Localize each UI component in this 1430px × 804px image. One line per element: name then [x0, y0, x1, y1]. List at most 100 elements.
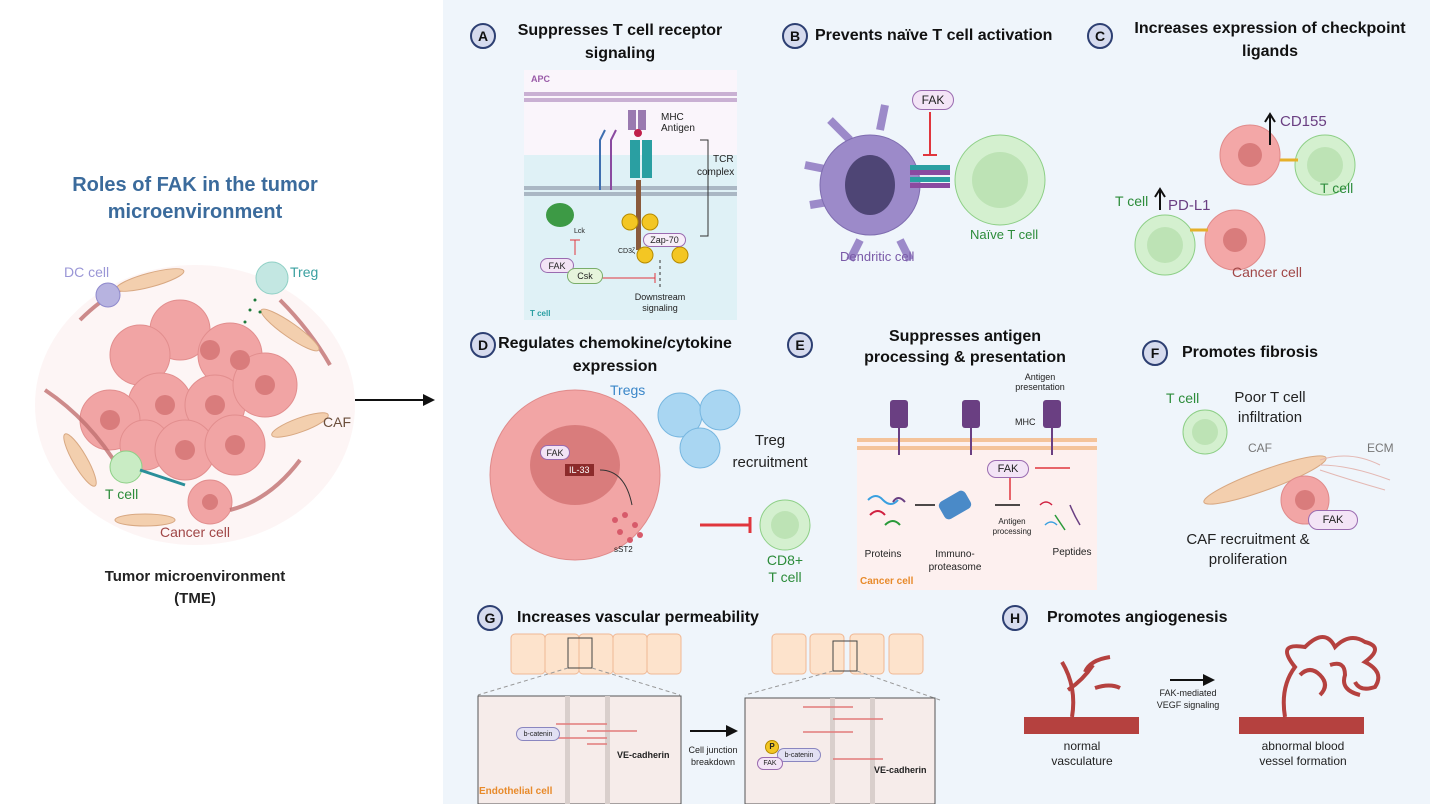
a-fak: FAK [540, 258, 574, 273]
tme-caption-line1: Tumor microenvironment [104, 568, 286, 585]
e-proteins: Proteins [864, 549, 902, 560]
a-antigen: Antigen [661, 123, 695, 134]
g-vecadherin-right: VE-cadherin [874, 765, 927, 775]
g-bcatenin-right: b-catenin [777, 748, 821, 762]
b-fak: FAK [912, 90, 954, 110]
badge-d: D [470, 332, 496, 358]
panel-a-graphic [524, 70, 737, 320]
panel-c-title-line1: Increases expression of checkpoint [1134, 20, 1406, 37]
h-arrow-label-1: FAK-mediated [1159, 688, 1217, 698]
tme-caption-line2: (TME) [174, 590, 216, 607]
e-peptides: Peptides [1052, 547, 1092, 558]
main-title-line1: Roles of FAK in the tumor [72, 174, 318, 196]
h-abnormal-1: abnormal blood [1261, 739, 1345, 753]
d-tregs: Tregs [610, 382, 646, 398]
e-antigen-processing-2: processing [992, 527, 1032, 536]
panel-d-title-line2: expression [572, 358, 658, 375]
f-poor-1: Poor T cell [1234, 389, 1306, 406]
panel-f-title: Promotes fibrosis [1182, 344, 1319, 361]
g-vecadherin-left: VE-cadherin [617, 750, 670, 760]
badge-g: G [477, 605, 503, 631]
badge-c: C [1087, 23, 1113, 49]
d-cd8: CD8+ [766, 552, 804, 568]
badge-b: B [782, 23, 808, 49]
e-antigen: Antigen [1024, 372, 1056, 382]
a-cd3z: CD3ζ [618, 248, 636, 255]
label-cancer-cell: Cancer cell [160, 524, 231, 540]
d-fak: FAK [540, 445, 570, 460]
e-presentation: presentation [1015, 382, 1065, 392]
d-recruitment: recruitment [732, 454, 808, 471]
g-arrow-label-1: Cell junction [688, 745, 738, 755]
badge-h: H [1002, 605, 1028, 631]
e-mhc: MHC [1015, 417, 1036, 427]
d-il33: IL-33 [565, 464, 594, 477]
badge-e: E [787, 332, 813, 358]
a-downstream: Downstream [634, 292, 686, 302]
label-treg: Treg [290, 264, 319, 280]
e-cancer-cell: Cancer cell [860, 576, 914, 587]
h-arrow-label-2: VEGF signaling [1156, 700, 1220, 710]
a-mhc: MHC [661, 112, 684, 123]
a-complex: complex [697, 167, 735, 178]
main-title-line2: microenvironment [107, 201, 283, 223]
g-phospho: P [765, 740, 779, 754]
a-tcell: T cell [530, 309, 551, 318]
label-dc-cell: DC cell [64, 264, 110, 280]
f-t-cell: T cell [1166, 390, 1200, 406]
label-t-cell: T cell [105, 486, 139, 502]
f-poor-2: infiltration [1237, 409, 1303, 426]
e-immuno: Immuno- [935, 549, 975, 560]
e-fak: FAK [987, 460, 1029, 478]
panel-h-graphic [1024, 635, 1381, 734]
badge-a: A [470, 23, 496, 49]
f-fak: FAK [1308, 510, 1358, 530]
label-caf: CAF [323, 414, 351, 430]
a-zap70: Zap-70 [643, 233, 686, 247]
g-arrow-label-2: breakdown [690, 757, 736, 767]
a-tcr: TCR [713, 154, 734, 165]
panel-e-title-line1: Suppresses antigen [888, 328, 1042, 345]
d-sst2: sST2 [614, 545, 633, 554]
f-recruit-1: CAF recruitment & [1186, 531, 1310, 548]
panel-g-graphic [477, 633, 941, 804]
g-endothelial-cell: Endothelial cell [479, 786, 553, 797]
b-dendritic-cell: Dendritic cell [840, 249, 915, 264]
h-normal-1: normal [1063, 739, 1101, 753]
panel-d-title-line1: Regulates chemokine/cytokine [498, 335, 732, 352]
e-antigen-processing-1: Antigen [998, 517, 1026, 526]
a-signaling: signaling [642, 303, 678, 313]
d-cd8-tcell: T cell [768, 569, 802, 585]
a-csk: Csk [567, 268, 603, 284]
panel-h-title: Promotes angiogenesis [1047, 609, 1228, 626]
c-pd-l1: PD-L1 [1168, 197, 1211, 214]
panel-c-graphic [1134, 112, 1356, 276]
f-caf: CAF [1248, 441, 1272, 455]
a-apc: APC [531, 74, 551, 84]
panel-f-graphic [1182, 409, 1391, 525]
panel-e-graphic [857, 400, 1097, 590]
c-t-cell-left: T cell [1115, 193, 1149, 209]
panel-b-title: Prevents naïve T cell activation [815, 27, 1053, 44]
tme-illustration [35, 261, 355, 545]
d-treg: Treg [754, 432, 786, 449]
panel-b-graphic [804, 104, 1046, 262]
g-fak: FAK [757, 757, 783, 770]
panel-g-title: Increases vascular permeability [517, 609, 759, 626]
a-lck: Lck [574, 228, 585, 235]
b-naive-t-cell: Naïve T cell [970, 227, 1039, 242]
f-ecm: ECM [1367, 441, 1394, 455]
panel-a-title-line1: Suppresses T cell receptor [517, 22, 723, 39]
main-arrow [355, 394, 435, 406]
f-recruit-2: proliferation [1208, 551, 1288, 568]
c-cd155: CD155 [1280, 113, 1327, 130]
h-normal-2: vasculature [1051, 754, 1113, 768]
c-t-cell-right: T cell [1320, 180, 1354, 196]
panel-c-title-line2: ligands [1241, 43, 1299, 60]
c-cancer-cell: Cancer cell [1232, 264, 1303, 280]
h-abnormal-2: vessel formation [1259, 754, 1347, 768]
panel-e-title-line2: processing & presentation [864, 349, 1066, 366]
badge-f: F [1142, 340, 1168, 366]
panel-d-graphic [489, 389, 811, 561]
